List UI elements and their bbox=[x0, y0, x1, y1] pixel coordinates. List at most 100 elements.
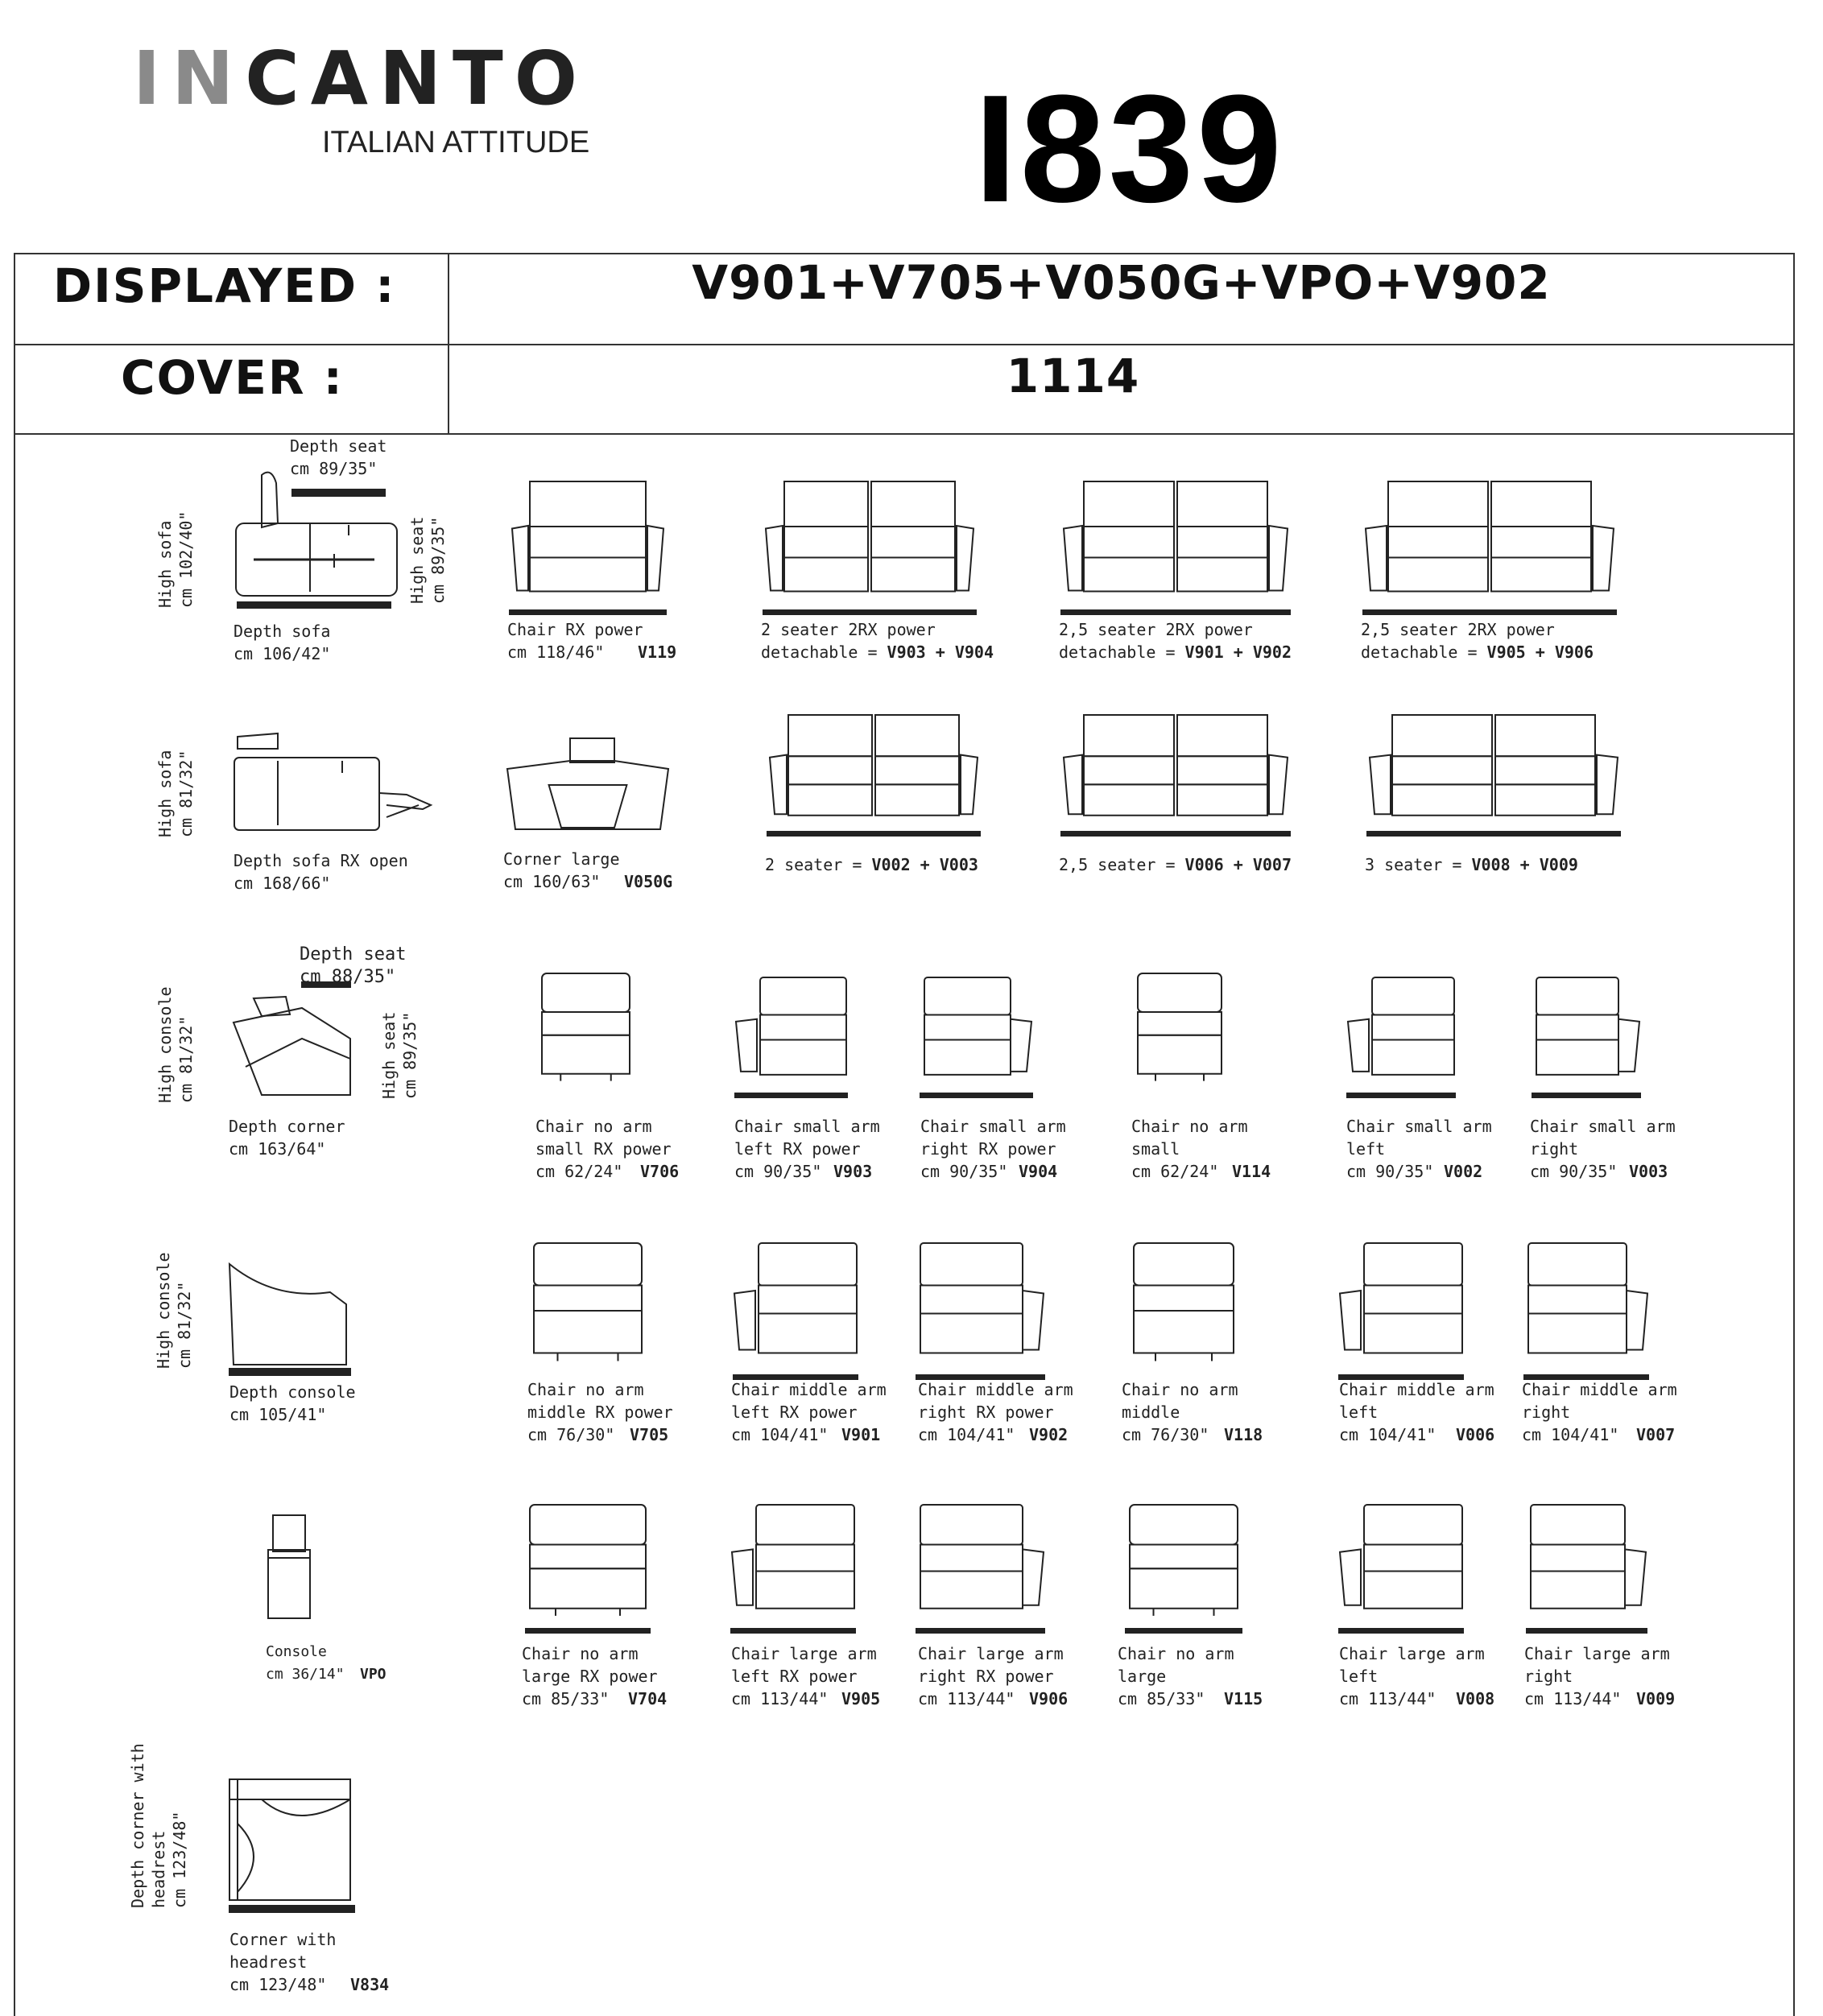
product-caption-text: 2,5 seater = bbox=[1059, 855, 1185, 874]
product-caption: Chair middle arm right cm 104/41" bbox=[1522, 1380, 1677, 1444]
spec-sheet-frame bbox=[14, 253, 1795, 2016]
depth-sofa-open-label: Depth sofa RX open cm 168/66" bbox=[234, 851, 408, 893]
product-caption: Chair small arm right cm 90/35" bbox=[1530, 1117, 1676, 1181]
product-caption: Chair no arm large cm 85/33" bbox=[1118, 1644, 1234, 1708]
sofa2-drawing bbox=[1060, 708, 1291, 837]
product-code: V008 + V009 bbox=[1471, 855, 1578, 874]
product-caption: Chair middle arm left cm 104/41" bbox=[1339, 1380, 1494, 1444]
product-code: V904 bbox=[1019, 1162, 1058, 1181]
cover-value: 1114 bbox=[1006, 349, 1140, 403]
noarm-drawing bbox=[527, 1240, 648, 1381]
product-caption-text: 2 seater 2RX power detachable = bbox=[761, 620, 936, 662]
console-code: VPO bbox=[360, 1666, 387, 1683]
product-caption: Chair middle arm right RX power cm 104/4… bbox=[918, 1380, 1073, 1444]
displayed-label: DISPLAYED : bbox=[53, 258, 396, 313]
product-caption-text: 2 seater = bbox=[765, 855, 872, 874]
product-caption: Chair small arm left RX power cm 90/35" bbox=[734, 1117, 880, 1181]
product-caption: Chair RX power cm 118/46" bbox=[507, 620, 643, 662]
high-seat-label: High seat cm 89/35" bbox=[407, 516, 448, 604]
product-caption: Chair small arm left cm 90/35" bbox=[1346, 1117, 1492, 1181]
product-code: V002 bbox=[1444, 1162, 1483, 1181]
high-sofa-label: High sofa cm 102/40" bbox=[155, 510, 196, 608]
sofa2-drawing bbox=[763, 475, 977, 615]
sofa2-drawing bbox=[1362, 475, 1617, 615]
product-code: V007 bbox=[1636, 1425, 1676, 1444]
arm-left-drawing bbox=[730, 1502, 856, 1634]
product-caption: 2 seater = V002 + V003 bbox=[765, 853, 978, 876]
console-label: Console cm 36/14" bbox=[266, 1643, 345, 1683]
product-code: V706 bbox=[640, 1162, 680, 1181]
chair-arms-drawing bbox=[509, 475, 667, 615]
product-caption-text: 3 seater = bbox=[1365, 855, 1472, 874]
corner-headrest-caption: Corner with headrest cm 123/48" bbox=[229, 1930, 337, 1994]
product-code: V119 bbox=[638, 642, 677, 662]
product-caption: Chair large arm right RX power cm 113/44… bbox=[918, 1644, 1064, 1708]
product-code: V906 bbox=[1029, 1689, 1069, 1708]
noarm-drawing bbox=[535, 970, 636, 1099]
console-side-drawing bbox=[225, 1260, 358, 1381]
noarm-large-drawing bbox=[1125, 1502, 1242, 1634]
brand-tagline: ITALIAN ATTITUDE bbox=[322, 126, 590, 159]
table-divider bbox=[14, 433, 1795, 435]
product-code: V902 bbox=[1029, 1425, 1069, 1444]
arm-right-drawing bbox=[1523, 1240, 1649, 1380]
displayed-value: V901+V705+V050G+VPO+V902 bbox=[692, 255, 1551, 310]
product-caption: Chair middle arm left RX power cm 104/41… bbox=[731, 1380, 887, 1444]
noarm-large-drawing bbox=[525, 1502, 651, 1634]
corner-headrest-drawing bbox=[225, 1775, 358, 1920]
product-caption: Chair large arm right cm 113/44" bbox=[1524, 1644, 1670, 1708]
arm-right-drawing bbox=[916, 1502, 1045, 1634]
depth-corner-headrest-label: Depth corner with headrest cm 123/48" bbox=[128, 1743, 189, 1908]
product-code: V901 bbox=[841, 1425, 881, 1444]
product-code: V050G bbox=[624, 872, 673, 891]
arm-right-drawing bbox=[916, 1240, 1045, 1380]
arm-right-drawing bbox=[1526, 1502, 1647, 1634]
product-caption: Chair no arm small RX power cm 62/24" bbox=[535, 1117, 672, 1181]
product-code: V905 bbox=[841, 1689, 881, 1708]
sofa2-drawing bbox=[1366, 708, 1621, 837]
product-caption: 2,5 seater 2RX power detachable = V901 +… bbox=[1059, 618, 1292, 663]
product-caption: Chair large arm left cm 113/44" bbox=[1339, 1644, 1485, 1708]
console-front-drawing bbox=[262, 1514, 318, 1626]
product-code: V006 bbox=[1456, 1425, 1495, 1444]
product-code: V008 bbox=[1456, 1689, 1495, 1708]
depth-corner-label: Depth corner cm 163/64" bbox=[229, 1117, 345, 1159]
product-code: V903 bbox=[833, 1162, 873, 1181]
depth-seat-label: Depth seat cm 89/35" bbox=[290, 436, 387, 478]
sofa2-drawing bbox=[1060, 475, 1291, 615]
product-caption: Chair large arm left RX power cm 113/44" bbox=[731, 1644, 877, 1708]
high-sofa-label: High sofa cm 81/32" bbox=[155, 750, 196, 837]
product-caption: 2,5 seater 2RX power detachable = V905 +… bbox=[1361, 618, 1594, 663]
product-caption: Chair no arm middle cm 76/30" bbox=[1122, 1380, 1238, 1444]
arm-left-drawing bbox=[1346, 974, 1456, 1098]
side-view-sofa-open-drawing bbox=[229, 729, 439, 833]
depth-sofa-label: Depth sofa cm 106/42" bbox=[234, 622, 331, 663]
product-caption: Chair small arm right RX power cm 90/35" bbox=[920, 1117, 1066, 1181]
product-code: V003 bbox=[1629, 1162, 1668, 1181]
brand-logo-part-a: IN bbox=[133, 35, 246, 122]
product-caption: 2,5 seater = V006 + V007 bbox=[1059, 853, 1292, 876]
depth-console-label: Depth console cm 105/41" bbox=[229, 1382, 356, 1424]
brand-logo-part-b: CANTO bbox=[245, 35, 589, 122]
product-caption: Corner large cm 160/63" bbox=[503, 849, 620, 891]
product-caption-text: 2,5 seater 2RX power detachable = bbox=[1361, 620, 1555, 662]
arm-left-drawing bbox=[733, 1240, 858, 1380]
table-divider bbox=[14, 344, 1795, 345]
product-caption: 2 seater 2RX power detachable = V903 + V… bbox=[761, 618, 994, 663]
high-console-label: High console cm 81/32" bbox=[154, 1252, 194, 1369]
side-view-sofa-drawing bbox=[229, 459, 415, 612]
product-caption: Chair no arm large RX power cm 85/33" bbox=[522, 1644, 658, 1708]
high-seat-label: High seat cm 89/35" bbox=[379, 1011, 420, 1099]
product-caption: 3 seater = V008 + V009 bbox=[1365, 853, 1578, 876]
high-console-label: High console cm 81/32" bbox=[155, 986, 196, 1104]
product-code: V118 bbox=[1224, 1425, 1263, 1444]
product-code: V901 + V902 bbox=[1184, 642, 1292, 662]
product-code: V903 + V904 bbox=[887, 642, 994, 662]
product-caption: Chair no arm middle RX power cm 76/30" bbox=[527, 1380, 673, 1444]
corner-view-drawing bbox=[229, 990, 358, 1103]
corner-headrest-code: V834 bbox=[350, 1975, 390, 1994]
model-number: I839 bbox=[974, 64, 1285, 234]
product-code: V114 bbox=[1232, 1162, 1271, 1181]
arm-left-drawing bbox=[1338, 1502, 1464, 1634]
corner-drawing bbox=[499, 737, 676, 837]
